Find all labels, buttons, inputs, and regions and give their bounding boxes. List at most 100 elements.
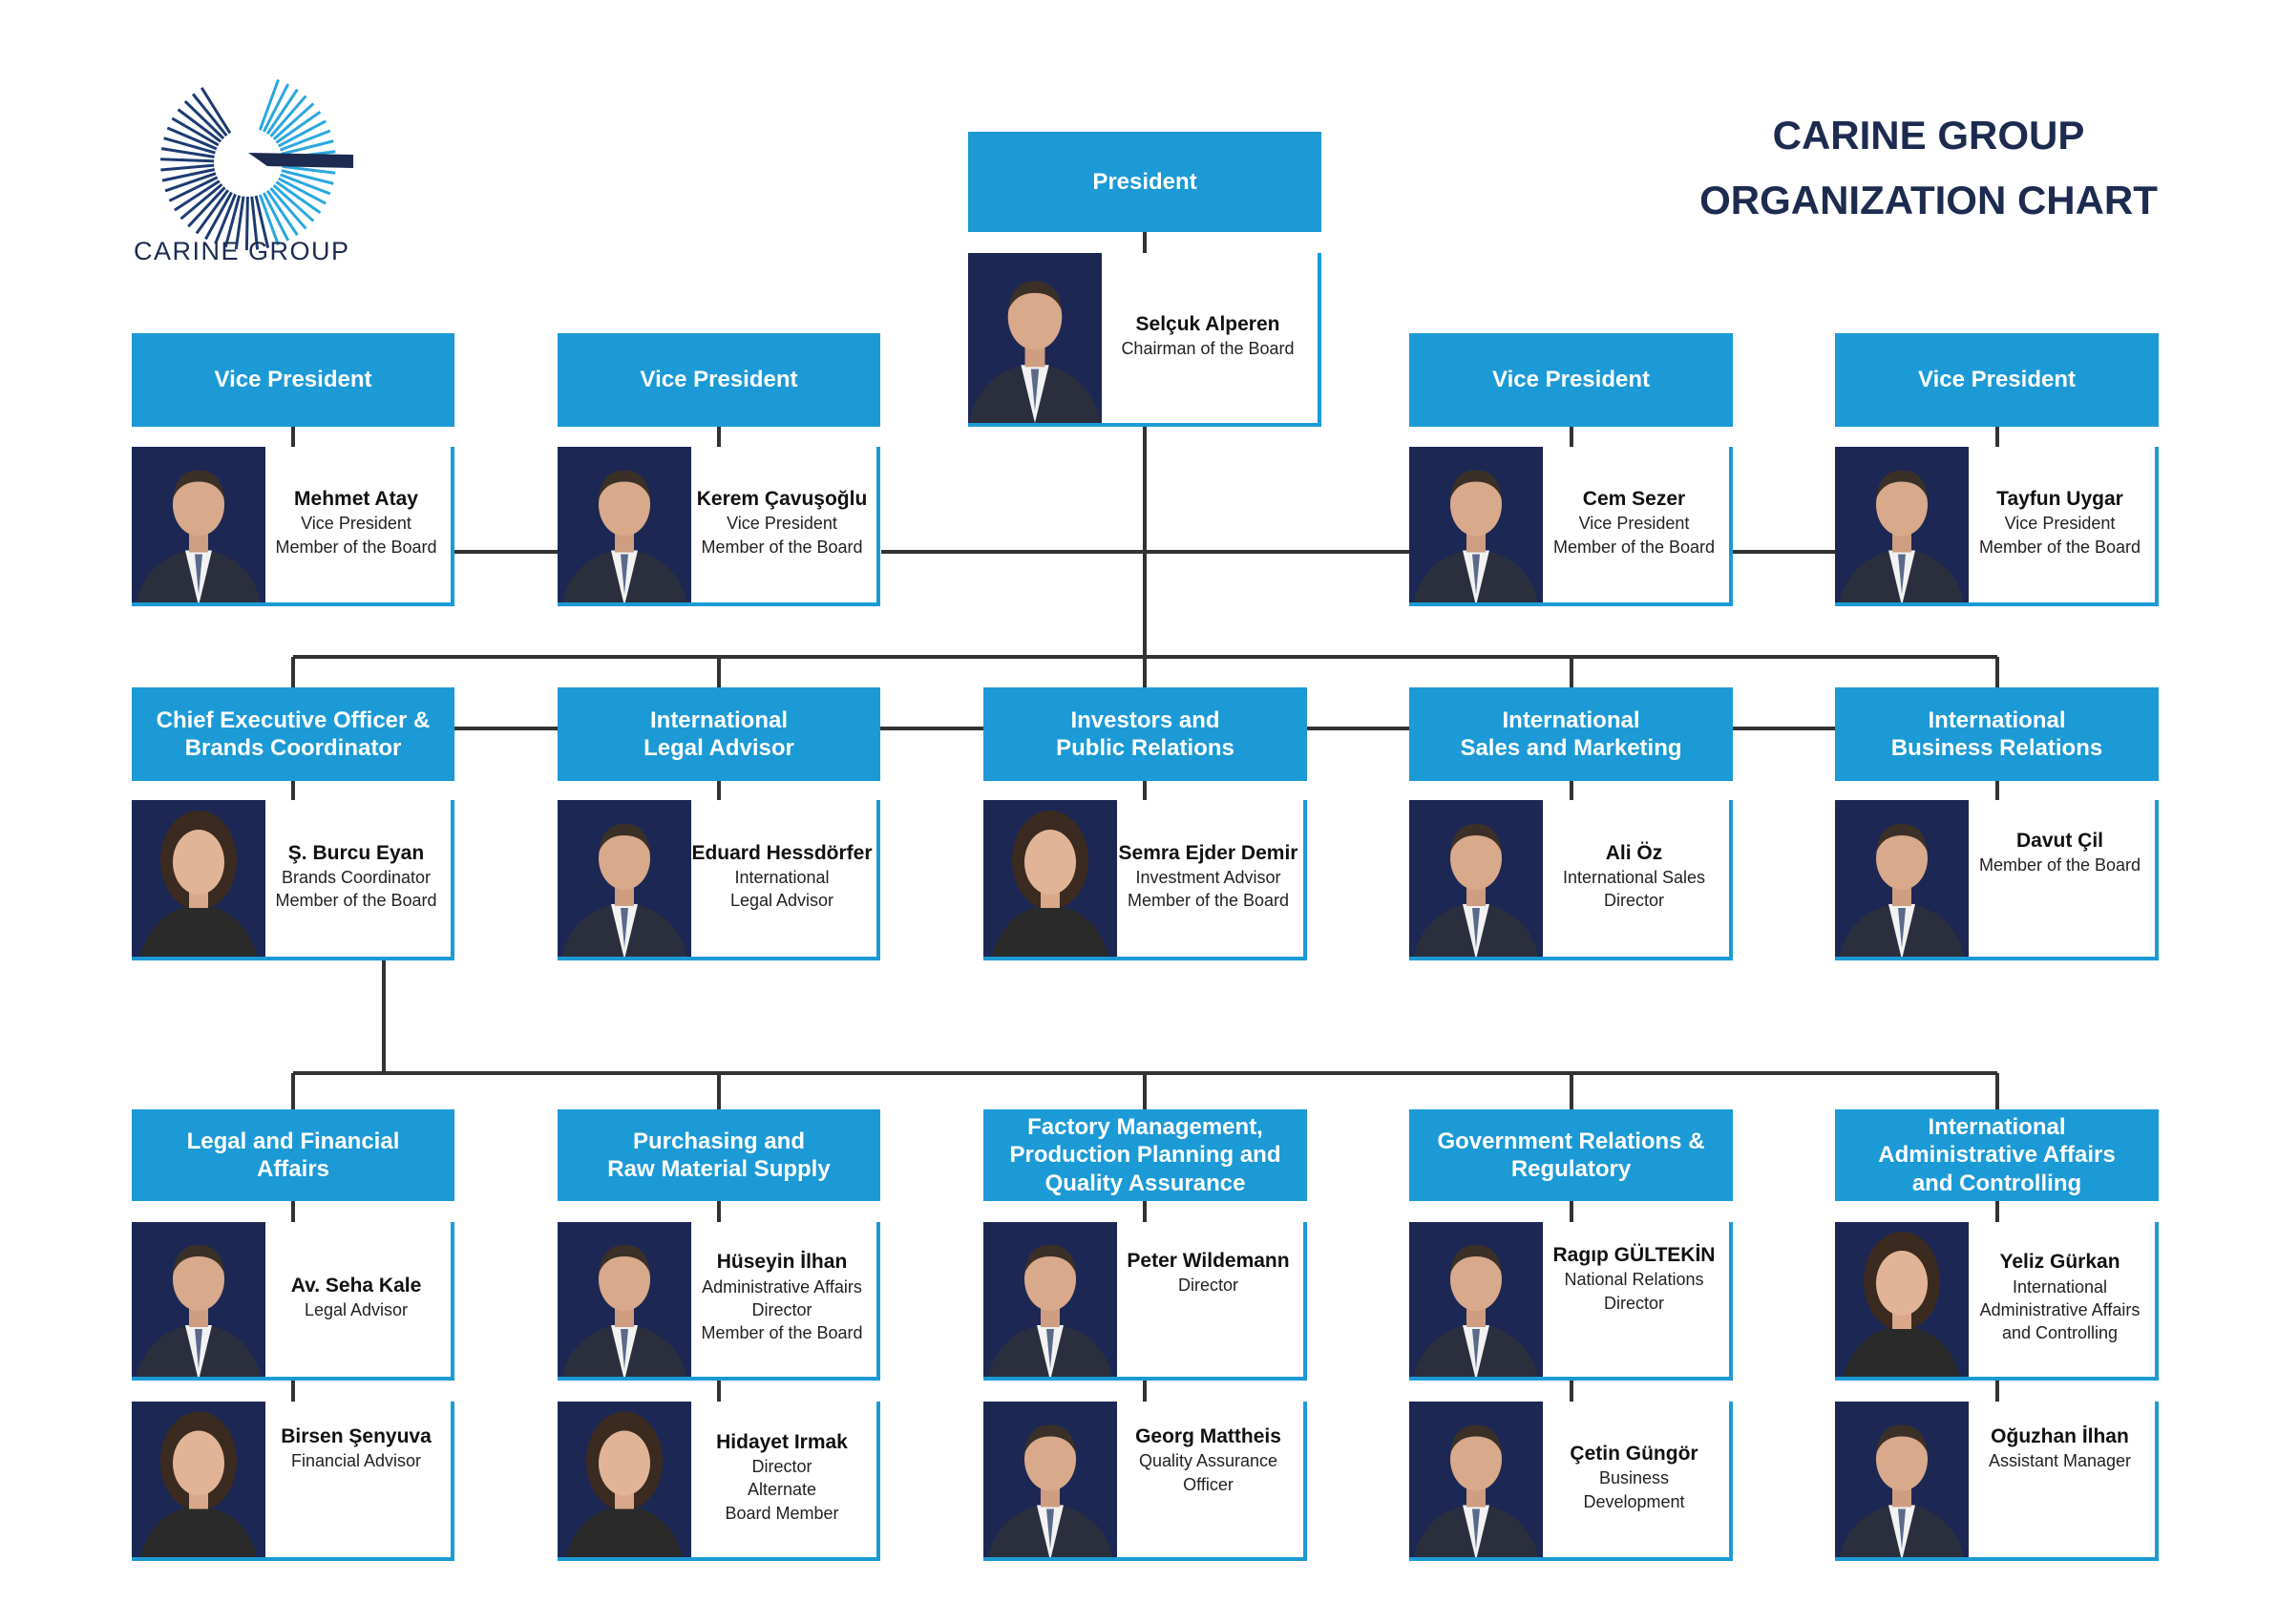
person-info: Mehmet Atay Vice President Member of the… — [265, 447, 447, 599]
person-card: Birsen Şenyuva Financial Advisor — [132, 1402, 454, 1561]
person-role: Member of the Board — [275, 537, 437, 557]
person-photo — [1835, 447, 1969, 602]
person-info: Yeliz Gürkan International Administrativ… — [1969, 1222, 2151, 1373]
avatar-silhouette-icon — [1413, 1245, 1539, 1377]
dept-header-line: Quality Assurance — [1044, 1170, 1246, 1196]
person-photo — [983, 1402, 1117, 1557]
dept-header-4: Government Relations & Regulatory — [1409, 1109, 1733, 1201]
person-role: Director — [1603, 1293, 1664, 1313]
vp-header-text: Vice President — [1918, 367, 2076, 393]
dept-header-1: Legal and Financial Affairs — [132, 1109, 454, 1201]
person-role: Director — [751, 1457, 812, 1477]
person-info: Cem Sezer Vice President Member of the B… — [1543, 447, 1725, 599]
avatar-silhouette-icon — [561, 1245, 687, 1377]
person-role: Officer — [1183, 1474, 1234, 1494]
person-role: Brands Coordinator — [281, 867, 432, 887]
exec-header-5: International Business Relations — [1835, 687, 2159, 781]
person-photo — [558, 1402, 691, 1557]
person-role: Chairman of the Board — [1121, 338, 1295, 358]
exec-header-line: Chief Executive Officer & — [156, 707, 431, 733]
person-photo — [1409, 800, 1543, 957]
person-photo — [1835, 1402, 1969, 1557]
person-info: Davut Çil Member of the Board — [1969, 800, 2151, 953]
person-name: Peter Wildemann — [1127, 1250, 1290, 1272]
avatar-silhouette-icon — [1413, 470, 1539, 602]
person-role: Financial Advisor — [290, 1451, 422, 1471]
person-info: Selçuk Alperen Chairman of the Board — [1102, 253, 1314, 419]
avatar-silhouette-icon — [561, 470, 687, 602]
person-card: Cem Sezer Vice President Member of the B… — [1409, 447, 1733, 606]
exec-header-line: Brands Coordinator — [184, 735, 402, 761]
person-card: Oğuzhan İlhan Assistant Manager — [1835, 1402, 2159, 1561]
person-name: Av. Seha Kale — [290, 1274, 422, 1297]
person-name: Ş. Burcu Eyan — [287, 841, 425, 864]
person-info: Semra Ejder Demir Investment Advisor Mem… — [1117, 800, 1299, 953]
person-card: Ali Öz International Sales Director — [1409, 800, 1733, 960]
person-photo — [983, 800, 1117, 957]
person-photo — [132, 800, 265, 957]
person-info: Eduard Hessdörfer International Legal Ad… — [691, 800, 873, 953]
exec-header-line: Investors and — [1070, 707, 1220, 733]
president-header-text: President — [1092, 168, 1197, 195]
person-info: Oğuzhan İlhan Assistant Manager — [1969, 1402, 2151, 1553]
person-name: Hidayet Irmak — [716, 1430, 848, 1453]
person-photo — [558, 447, 691, 602]
exec-header-4: International Sales and Marketing — [1409, 687, 1733, 781]
dept-header-line: Legal and Financial — [186, 1128, 400, 1154]
person-info: Ragıp GÜLTEKİN National Relations Direct… — [1543, 1222, 1725, 1373]
company-logo-text: CARINE GROUP — [134, 237, 350, 265]
person-role: International — [2012, 1276, 2108, 1297]
person-info: Çetin Güngör Business Development — [1543, 1402, 1725, 1553]
avatar-silhouette-icon — [1839, 470, 1965, 602]
dept-header-line: International — [1928, 1114, 2066, 1141]
person-info: Peter Wildemann Director — [1117, 1222, 1299, 1373]
dept-header-5: International Administrative Affairs and… — [1835, 1109, 2159, 1201]
person-role: Quality Assurance — [1138, 1451, 1278, 1471]
avatar-silhouette-icon — [968, 281, 1102, 423]
person-name: Selçuk Alperen — [1135, 312, 1280, 335]
avatar-silhouette-icon — [991, 811, 1109, 957]
person-role: Alternate — [747, 1480, 817, 1500]
person-photo — [132, 447, 265, 602]
dept-header-line: Government Relations & — [1437, 1128, 1705, 1154]
person-card: Hidayet Irmak Director Alternate Board M… — [558, 1402, 880, 1561]
person-card: Peter Wildemann Director — [983, 1222, 1307, 1381]
chart-title-line-2: ORGANIZATION CHART — [1699, 178, 2158, 222]
exec-header-line: Public Relations — [1056, 735, 1234, 761]
exec-header-line: International — [1928, 707, 2066, 733]
person-role: Member of the Board — [1978, 855, 2141, 875]
exec-header-2: International Legal Advisor — [558, 687, 880, 781]
chart-title-line-1: CARINE GROUP — [1772, 113, 2085, 158]
person-name: Tayfun Uygar — [1996, 488, 2123, 511]
person-name: Oğuzhan İlhan — [1991, 1425, 2129, 1447]
person-photo — [558, 1222, 691, 1377]
person-name: Cem Sezer — [1582, 488, 1686, 511]
person-role: Member of the Board — [1978, 537, 2141, 557]
person-info: Ali Öz International Sales Director — [1543, 800, 1725, 953]
avatar-silhouette-icon — [1413, 824, 1539, 957]
avatar-silhouette-icon — [561, 824, 687, 957]
person-role: Board Member — [725, 1503, 839, 1523]
vp-header-3: Vice President — [1409, 333, 1733, 427]
person-name: Hüseyin İlhan — [716, 1251, 848, 1274]
person-role: Director — [751, 1299, 812, 1319]
person-role: International — [734, 867, 830, 887]
exec-header-line: Legal Advisor — [643, 735, 794, 761]
person-photo — [132, 1402, 265, 1557]
avatar-silhouette-icon — [136, 1245, 262, 1377]
vp-header-text: Vice President — [1492, 367, 1650, 393]
person-role: Administrative Affairs — [1979, 1299, 2141, 1319]
carine-group-logo-icon — [160, 79, 353, 251]
person-card: Yeliz Gürkan International Administrativ… — [1835, 1222, 2159, 1381]
person-card: Çetin Güngör Business Development — [1409, 1402, 1733, 1561]
president-header: President — [968, 132, 1321, 232]
person-card: Semra Ejder Demir Investment Advisor Mem… — [983, 800, 1307, 960]
person-card: Tayfun Uygar Vice President Member of th… — [1835, 447, 2159, 606]
person-name: Kerem Çavuşoğlu — [696, 488, 868, 511]
person-name: Ali Öz — [1605, 841, 1663, 864]
dept-header-3: Factory Management, Production Planning … — [983, 1109, 1307, 1201]
avatar-silhouette-icon — [1839, 1424, 1965, 1557]
person-role: Director — [1177, 1276, 1238, 1296]
exec-header-line: International — [649, 707, 788, 733]
person-info: Georg Mattheis Quality Assurance Officer — [1117, 1402, 1299, 1553]
